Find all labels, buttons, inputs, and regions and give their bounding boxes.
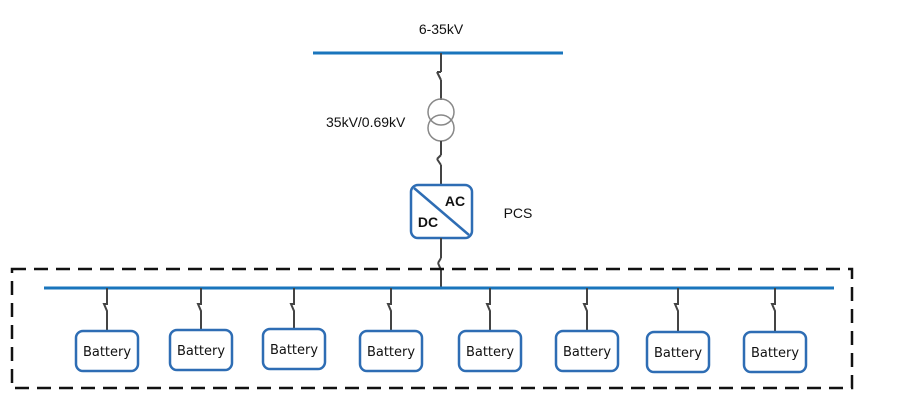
battery-label: Battery (654, 346, 702, 361)
bus-voltage-label: 6-35kV (419, 21, 464, 37)
battery-switch (102, 288, 108, 331)
battery-switch (582, 288, 588, 331)
battery-label: Battery (177, 344, 225, 359)
battery-switch (289, 288, 295, 329)
pcs-ac-label: AC (445, 193, 465, 209)
lv-switch (436, 141, 442, 185)
battery-switch (386, 288, 392, 331)
battery-unit: Battery (261, 288, 327, 371)
battery-system-enclosure (10, 267, 854, 390)
battery-box (554, 329, 620, 373)
battery-switch (485, 288, 491, 331)
battery-unit: Battery (645, 288, 711, 374)
battery-box (645, 330, 711, 374)
battery-unit: Battery (457, 288, 523, 373)
battery-box (358, 329, 424, 373)
battery-unit: Battery (742, 288, 808, 374)
battery-box (742, 330, 808, 374)
battery-switch (196, 288, 202, 330)
pcs-converter: AC DC (409, 183, 474, 240)
battery-label: Battery (270, 343, 318, 358)
battery-box (74, 329, 140, 373)
battery-box (261, 327, 327, 371)
transformer-icon (427, 98, 455, 142)
dc-switch (437, 238, 442, 288)
pcs-dc-label: DC (418, 214, 438, 230)
battery-switch (673, 288, 679, 332)
battery-label: Battery (367, 345, 415, 360)
battery-group: Battery Battery Battery Battery Battery Batte… (74, 288, 808, 374)
battery-label: Battery (563, 345, 611, 360)
battery-unit: Battery (168, 288, 234, 372)
transformer-label: 35kV/0.69kV (326, 114, 406, 130)
battery-unit: Battery (74, 288, 140, 373)
battery-unit: Battery (358, 288, 424, 373)
battery-box (168, 328, 234, 372)
pcs-label: PCS (504, 205, 533, 221)
battery-unit: Battery (554, 288, 620, 373)
battery-label: Battery (466, 345, 514, 360)
battery-label: Battery (83, 345, 131, 360)
battery-switch (770, 288, 776, 332)
hv-switch (436, 53, 442, 100)
battery-box (457, 329, 523, 373)
battery-label: Battery (751, 346, 799, 361)
